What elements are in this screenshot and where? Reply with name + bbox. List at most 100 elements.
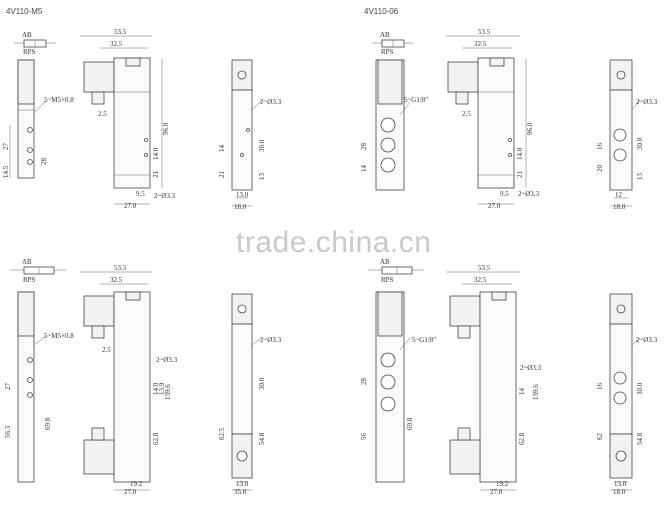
dim-27-0-b2: 27.0 xyxy=(490,488,503,496)
callout-holes-side: 2~Ø3.3 xyxy=(154,192,176,200)
dim-27-0: 27.0 xyxy=(124,202,137,210)
dim-139-6-b1: 139.6 xyxy=(164,384,172,400)
dim-13-9-b1: 13.9 xyxy=(158,382,166,395)
dim-53-5: 53.5 xyxy=(114,28,127,36)
side-view-06: 53.5 32.5 2.5 96.0 14.0 21 9.5 2~Ø3.3 27… xyxy=(446,28,540,210)
dim-21: 21 xyxy=(152,171,160,179)
dim-13-06: 13 xyxy=(636,173,644,181)
symbol-ab-b1: AB xyxy=(22,258,32,266)
dim-27: 27 xyxy=(2,143,10,151)
end-view-06: 2~Ø3.3 16 20 30.0 13 12 18.0 xyxy=(596,59,658,211)
view-double-06: AB RPS 5~G1/8" 28 56 69.8 53.5 32.5 xyxy=(360,258,658,496)
dim-2-5-b1: 2.5 xyxy=(102,346,111,354)
dim-20-06: 20 xyxy=(596,165,604,173)
dim-28-b2: 28 xyxy=(360,378,368,386)
dim-18-0-06: 18.0 xyxy=(613,203,626,211)
dim-27-0-06: 27.0 xyxy=(488,202,501,210)
watermark: trade.china.cn xyxy=(236,226,431,259)
dim-62-8-b2: 62.8 xyxy=(518,432,526,445)
dim-14-0-b1: 14.0 xyxy=(152,382,160,395)
dim-69-8-b2: 69.8 xyxy=(406,417,414,430)
dim-32-5-b1: 32.5 xyxy=(110,276,123,284)
dim-56-3-b1: 56.3 xyxy=(4,425,12,438)
dim-62-b2: 62 xyxy=(596,433,604,441)
dim-96-0-06: 96.0 xyxy=(526,122,534,135)
dim-32-5: 32.5 xyxy=(110,40,123,48)
dim-14-06: 14 xyxy=(360,165,368,173)
front-view: 27 14.5 28 5~M5×0.8 xyxy=(2,59,74,179)
end-view-b1: 2~Ø3.3 30.0 62.5 54.8 13.0 35.0 xyxy=(218,293,282,496)
symbol-rps-b2: RPS xyxy=(381,276,394,284)
dim-12-0-06: 12 xyxy=(615,191,623,199)
symbol-rps-b1: RPS xyxy=(23,276,36,284)
dim-62-8-b1: 62.8 xyxy=(152,432,160,445)
dim-54-8-b1: 54.8 xyxy=(258,432,266,445)
callout-holes-end: 2~Ø3.3 xyxy=(260,98,282,106)
symbol-ab-06: AB xyxy=(380,31,390,39)
dim-54-8-b2: 54.8 xyxy=(636,432,644,445)
dim-9-5: 9.5 xyxy=(136,190,145,198)
dim-16-06: 16 xyxy=(596,143,604,151)
side-view-b2: 53.5 32.5 2~Ø3.3 14 139.6 62.8 19.2 27.0 xyxy=(446,264,542,496)
dim-27-b1: 27 xyxy=(4,383,12,391)
symbol-ab: AB xyxy=(22,31,32,39)
model-title-06: 4V110-06 xyxy=(364,7,399,16)
front-view-b1: 5~M5×0.8 27 56.3 69.8 xyxy=(4,291,74,483)
dim-14-0: 14.0 xyxy=(152,147,160,160)
dim-9-5-06: 9.5 xyxy=(500,190,509,198)
dim-2-5: 2.5 xyxy=(98,110,107,118)
callout-holes-end-06: 2~Ø3.3 xyxy=(636,98,658,106)
dim-16-b2: 16 xyxy=(596,383,604,391)
dim-139-6-b2: 139.6 xyxy=(532,384,540,400)
dim-13-0-b1: 13.0 xyxy=(236,480,249,488)
dim-53-5-b2: 53.5 xyxy=(478,264,491,272)
callout-m5-b1: 5~M5×0.8 xyxy=(44,332,74,340)
valve-symbol: AB RPS xyxy=(14,31,56,56)
dim-62-5-b1: 62.5 xyxy=(218,427,226,440)
dim-21-06: 21 xyxy=(516,171,524,179)
valve-symbol-double-06: AB RPS xyxy=(368,258,424,284)
dim-53-5-b1: 53.5 xyxy=(114,264,127,272)
dim-13-0: 13.0 xyxy=(236,191,249,199)
dim-14: 14 xyxy=(218,145,226,153)
symbol-ab-b2: AB xyxy=(380,258,390,266)
side-view: 53.5 32.5 2.5 96.0 14.0 21 9.5 2~Ø3.3 27… xyxy=(80,28,176,210)
dim-30-0-06: 30.0 xyxy=(636,137,644,150)
dim-28: 28 xyxy=(40,158,48,166)
dim-14-b2: 14 xyxy=(518,388,526,396)
dim-53-5-06: 53.5 xyxy=(478,28,491,36)
dim-14-0-06: 14.0 xyxy=(516,147,524,160)
dim-27-0-b1: 27.0 xyxy=(124,488,137,496)
dim-30-0: 30.0 xyxy=(258,139,266,152)
dim-13-0-b2: 13.0 xyxy=(614,480,627,488)
dim-13: 13 xyxy=(258,173,266,181)
valve-symbol-06: AB RPS xyxy=(372,31,414,56)
symbol-rps-06: RPS xyxy=(381,48,394,56)
dim-96-0: 96.0 xyxy=(162,122,170,135)
view-double-m5: AB RPS 5~M5×0.8 27 56.3 69.8 53.5 32.5 xyxy=(4,258,282,496)
dim-14-5: 14.5 xyxy=(2,165,10,178)
dim-35-0-b1: 35.0 xyxy=(234,488,247,496)
callout-m5-ports: 5~M5×0.8 xyxy=(44,96,74,104)
view-4v110-m5: 4V110-M5 AB RPS 27 14.5 28 5~M5×0.8 xyxy=(2,7,282,211)
dim-56-b2: 56 xyxy=(360,433,368,441)
dim-21-end: 21 xyxy=(218,171,226,179)
model-title-m5: 4V110-M5 xyxy=(6,7,43,16)
dim-30-0-b2: 30.0 xyxy=(636,382,644,395)
view-4v110-06: 4V110-06 AB RPS 28 14 5~G1/8" 53.5 32.5 xyxy=(360,7,658,211)
dim-19-2-b1: 19.2 xyxy=(130,480,143,488)
dim-19-2-b2: 19.2 xyxy=(496,480,509,488)
callout-holes-end-b1: 2~Ø3.3 xyxy=(260,336,282,344)
symbol-rps: RPS xyxy=(23,48,36,56)
callout-g18-b2: 5~G1/8" xyxy=(412,336,436,344)
dim-30-0-b1: 30.0 xyxy=(258,377,266,390)
side-view-b1: 53.5 32.5 2.5 2~Ø3.3 14.0 13.9 139.6 62.… xyxy=(80,264,178,496)
callout-holes-side-06: 2~Ø3.3 xyxy=(518,190,540,198)
front-view-b2: 5~G1/8" 28 56 69.8 xyxy=(360,291,436,483)
callout-g18-ports: 5~G1/8" xyxy=(404,96,428,104)
front-view-06: 28 14 5~G1/8" xyxy=(360,59,428,191)
dim-18-0-b2: 18.0 xyxy=(613,488,626,496)
callout-holes-end-b2: 2~Ø3.3 xyxy=(636,336,658,344)
callout-holes-b2: 2~Ø3.3 xyxy=(520,364,542,372)
